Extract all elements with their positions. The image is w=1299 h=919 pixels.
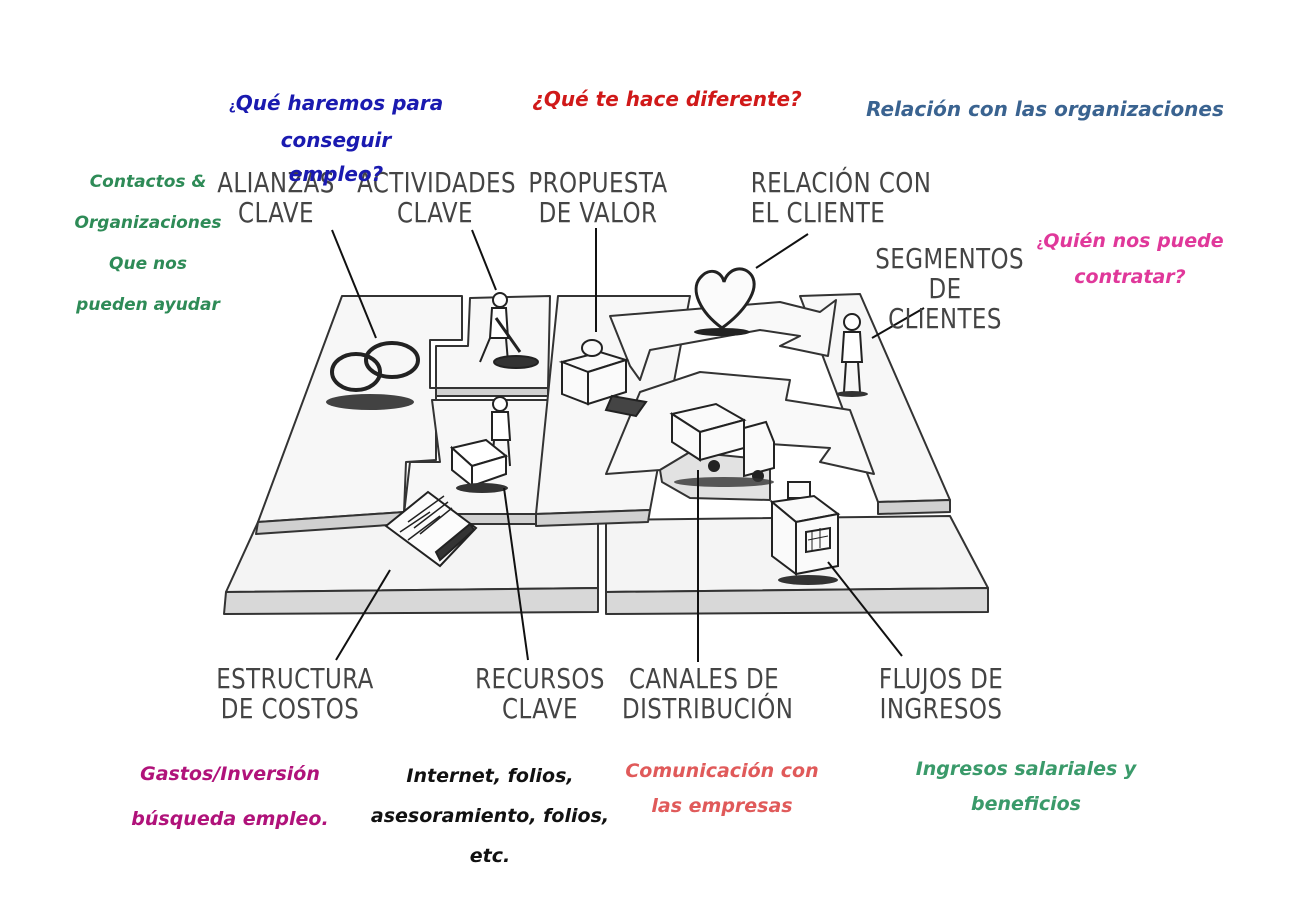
note-line: Que nos bbox=[109, 254, 187, 274]
note-comunicacion: Comunicación con las empresas bbox=[612, 754, 832, 824]
note-text: Quién nos puede bbox=[1043, 230, 1224, 252]
note-line: asesoramiento, folios, bbox=[370, 805, 610, 827]
leader-alianzas bbox=[331, 229, 377, 339]
note-line: beneficios bbox=[971, 793, 1081, 815]
label-line: DE COSTOS bbox=[220, 692, 360, 725]
note-relacion-organizaciones: Relación con las organizaciones bbox=[860, 96, 1230, 122]
note-line: Contactos & bbox=[89, 172, 207, 192]
label-line: CLAVE bbox=[238, 196, 314, 229]
label-line: ESTRUCTURA bbox=[216, 662, 374, 695]
note-prefix: ¿ bbox=[228, 99, 236, 113]
note-recursos: Internet, folios, asesoramiento, folios,… bbox=[370, 756, 610, 876]
label-line: ACTIVIDADES bbox=[357, 166, 516, 199]
label-line: CLAVE bbox=[502, 692, 578, 725]
note-line: Ingresos salariales y bbox=[915, 758, 1137, 780]
truck-icon bbox=[669, 402, 775, 487]
worker-machine-icon bbox=[449, 396, 512, 493]
label-actividades-clave: ACTIVIDADES CLAVE bbox=[357, 166, 516, 229]
note-line: búsqueda empleo. bbox=[131, 808, 329, 830]
note-line: Organizaciones bbox=[74, 213, 222, 233]
leader-recursos bbox=[503, 487, 529, 661]
note-line: las empresas bbox=[651, 795, 793, 817]
note-line: pueden ayudar bbox=[76, 295, 220, 315]
note-line: etc. bbox=[469, 845, 511, 867]
label-line: PROPUESTA bbox=[528, 166, 668, 199]
leader-segmentos bbox=[871, 307, 925, 339]
leader-relacion bbox=[755, 233, 809, 269]
note-line: contratar? bbox=[1074, 266, 1186, 288]
note-text: Relación con las organizaciones bbox=[866, 97, 1224, 121]
label-line: RELACIÓN CON bbox=[750, 166, 932, 199]
label-recursos-clave: RECURSOS CLAVE bbox=[474, 664, 605, 724]
label-line: CLAVE bbox=[397, 196, 473, 229]
label-estructura-costos: ESTRUCTURA DE COSTOS bbox=[216, 662, 374, 725]
label-propuesta-valor: PROPUESTA DE VALOR bbox=[524, 168, 672, 228]
note-line: Internet, folios, bbox=[406, 765, 574, 787]
cost-structure-block bbox=[223, 521, 599, 615]
label-line: FLUJOS DE bbox=[878, 662, 1004, 695]
note-quien-contrata: ¿Quién nos puede contratar? bbox=[1030, 224, 1230, 294]
label-line: SEGMENTOS bbox=[875, 242, 1025, 275]
label-line: DE VALOR bbox=[538, 196, 658, 229]
person-icon bbox=[836, 313, 868, 397]
note-line: Gastos/Inversión bbox=[140, 763, 320, 785]
label-canales-distribucion: CANALES DE DISTRIBUCIÓN bbox=[622, 662, 794, 725]
invoice-icon bbox=[384, 490, 478, 568]
note-que-haremos: ¿Qué haremos para conseguir empleo? bbox=[176, 86, 496, 191]
label-line: ALIANZAS bbox=[217, 166, 335, 199]
label-segmentos-clientes: SEGMENTOS DE CLIENTES bbox=[875, 242, 1025, 335]
label-line: CANALES DE bbox=[628, 662, 780, 695]
heart-icon bbox=[694, 267, 756, 336]
cash-register-icon bbox=[769, 481, 841, 585]
relationship-arrow bbox=[609, 299, 837, 381]
note-line: ¿Quién nos puede bbox=[1030, 224, 1230, 260]
note-line: empleo? bbox=[288, 162, 384, 186]
leader-actividades bbox=[471, 229, 497, 291]
label-alianzas-clave: ALIANZAS CLAVE bbox=[210, 168, 341, 228]
note-ingresos: Ingresos salariales y beneficios bbox=[906, 752, 1146, 822]
note-prefix: ¿ bbox=[1036, 236, 1044, 250]
note-line: Comunicación con bbox=[625, 760, 819, 782]
note-contactos: Contactos & Organizaciones Que nos puede… bbox=[60, 162, 236, 326]
note-que-diferente: ¿Qué te hace diferente? bbox=[532, 86, 802, 112]
label-line: DISTRIBUCIÓN bbox=[622, 692, 794, 725]
note-line: ¿Qué haremos para conseguir bbox=[176, 86, 496, 157]
worker-digging-icon bbox=[479, 292, 539, 369]
rings-icon bbox=[326, 341, 420, 410]
gift-icon bbox=[558, 339, 648, 418]
leader-flujos bbox=[827, 561, 903, 657]
label-line: EL CLIENTE bbox=[750, 196, 886, 229]
label-line: RECURSOS bbox=[475, 662, 605, 695]
label-line: DE CLIENTES bbox=[888, 272, 1002, 335]
leader-estructura bbox=[335, 569, 391, 661]
note-text: Qué haremos para conseguir bbox=[235, 91, 444, 152]
label-line: INGRESOS bbox=[879, 692, 1003, 725]
label-flujos-ingresos: FLUJOS DE INGRESOS bbox=[871, 664, 1010, 724]
note-gastos: Gastos/Inversión búsqueda empleo. bbox=[120, 752, 340, 842]
note-text: ¿Qué te hace diferente? bbox=[532, 87, 802, 111]
label-relacion-cliente: RELACIÓN CON EL CLIENTE bbox=[751, 168, 940, 228]
